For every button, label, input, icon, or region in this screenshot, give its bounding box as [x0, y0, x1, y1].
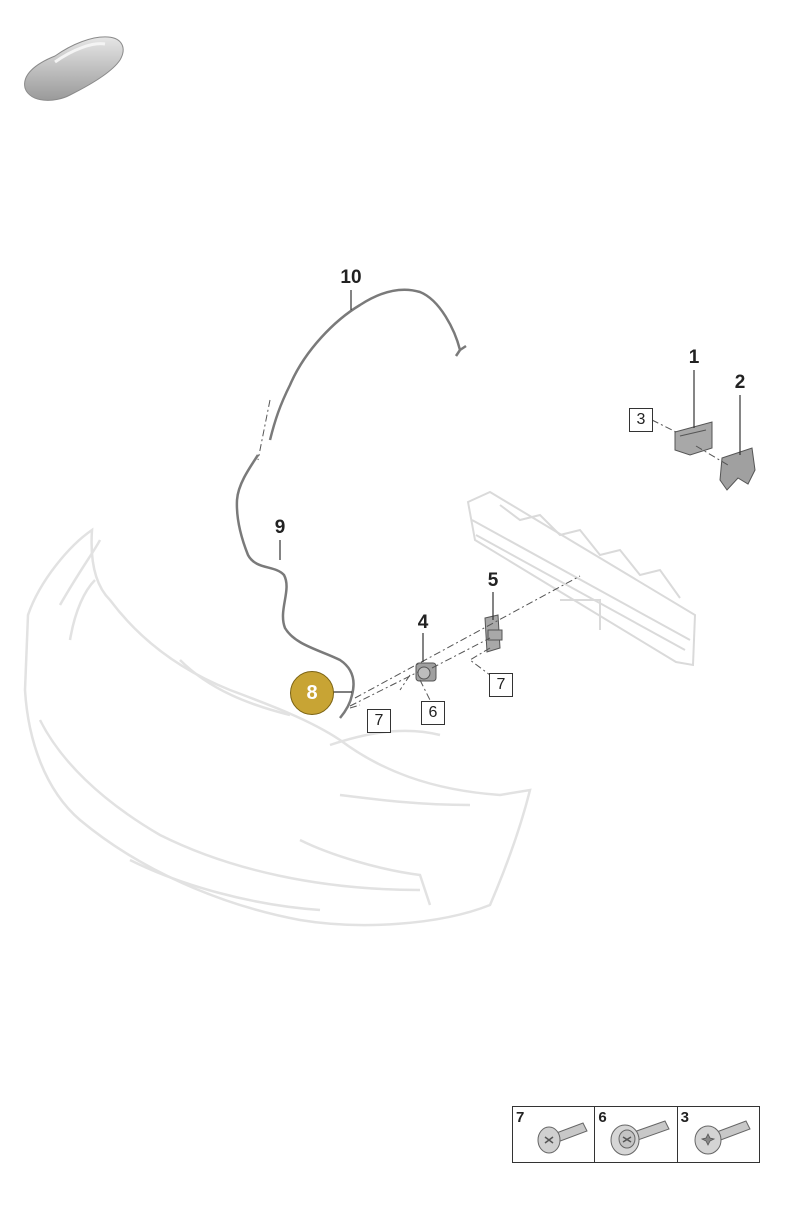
bumper-carrier [466, 490, 697, 667]
ref-box-3: 3 [629, 408, 653, 432]
harness-connection-line [257, 399, 271, 461]
wiring-harness-10 [268, 288, 467, 441]
callout-1: 1 [688, 347, 700, 368]
installation-lines [349, 419, 729, 709]
flange-head-bolt-icon [610, 1120, 671, 1156]
car-silhouette-icon [24, 36, 124, 101]
bracket-1 [674, 421, 713, 456]
wiring-harness-9 [235, 454, 355, 719]
ref-box-7-left: 7 [367, 709, 391, 733]
callout-4: 4 [417, 612, 429, 633]
front-bumper-cover [23, 527, 532, 927]
callout-9: 9 [274, 517, 286, 538]
hardware-number: 3 [680, 1109, 689, 1126]
torx-screw-icon [694, 1120, 751, 1155]
leader-lines [279, 290, 741, 693]
hardware-number: 6 [598, 1109, 607, 1126]
sensor-4 [415, 662, 437, 682]
hardware-number: 7 [516, 1109, 525, 1126]
hardware-cell-7: 7 [513, 1107, 596, 1162]
button-head-bolt-icon [537, 1122, 588, 1154]
ref-box-7-right: 7 [489, 673, 513, 697]
hardware-cell-6: 6 [595, 1107, 678, 1162]
highlighted-part-8[interactable]: 8 [290, 671, 334, 715]
callout-2: 2 [734, 372, 746, 393]
bracket-2 [719, 447, 756, 491]
callout-10: 10 [340, 267, 362, 288]
hardware-table: 7 6 3 [512, 1106, 760, 1163]
ref-box-6: 6 [421, 701, 445, 725]
sensor-holder-5 [484, 614, 503, 653]
hardware-cell-3: 3 [678, 1107, 759, 1162]
callout-5: 5 [487, 570, 499, 591]
